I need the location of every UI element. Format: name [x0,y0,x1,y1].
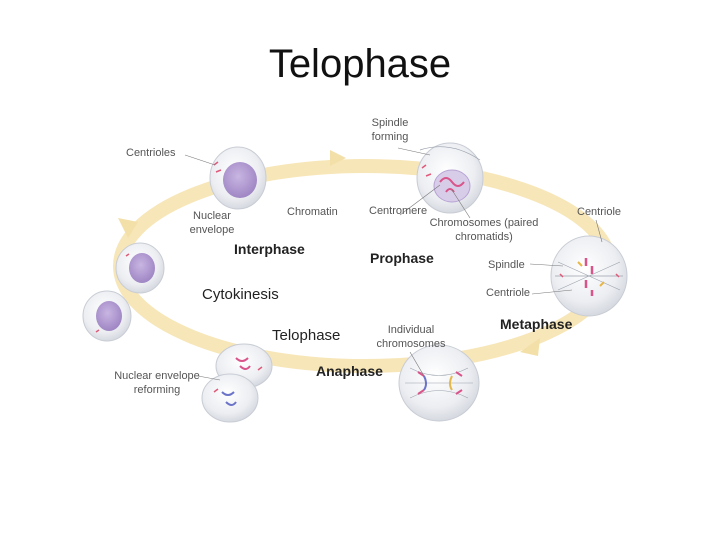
prophase-cell [416,142,484,214]
label-centriole-mid: Centriole [486,287,531,299]
label-centromere: Centromere [369,205,428,217]
label-chromosomes-paired: Chromosomes (paired chromatids) [429,217,539,243]
telophase-cells [201,343,273,423]
label-spindle-forming: Spindle forming [371,117,409,143]
phase-telophase: Telophase [272,327,341,344]
arrow-head-left [118,218,138,238]
phase-anaphase: Anaphase [316,363,383,379]
label-centrioles: Centrioles [126,147,176,159]
anaphase-cell [398,344,480,422]
phase-interphase: Interphase [234,241,305,257]
page-title: Telophase [268,42,452,86]
arrow-head-right [520,338,540,356]
phase-cytokinesis: Cytokinesis [202,286,279,303]
label-chromatin: Chromatin [287,206,338,218]
label-individual-chromosomes: Individual chromosomes [376,324,446,350]
phase-prophase: Prophase [370,250,434,266]
label-centriole-top: Centriole [577,206,622,218]
label-spindle: Spindle [488,259,525,271]
cycle-ring [113,159,617,373]
arrow-head-top [330,150,346,166]
phase-metaphase: Metaphase [500,316,573,332]
metaphase-cell [550,235,628,317]
cytokinesis-cells [82,242,165,342]
label-nuclear-envelope: Nuclear envelope [189,210,235,236]
label-nuclear-envelope-reforming: Nuclear envelope reforming [114,370,200,396]
interphase-cell [209,146,267,210]
